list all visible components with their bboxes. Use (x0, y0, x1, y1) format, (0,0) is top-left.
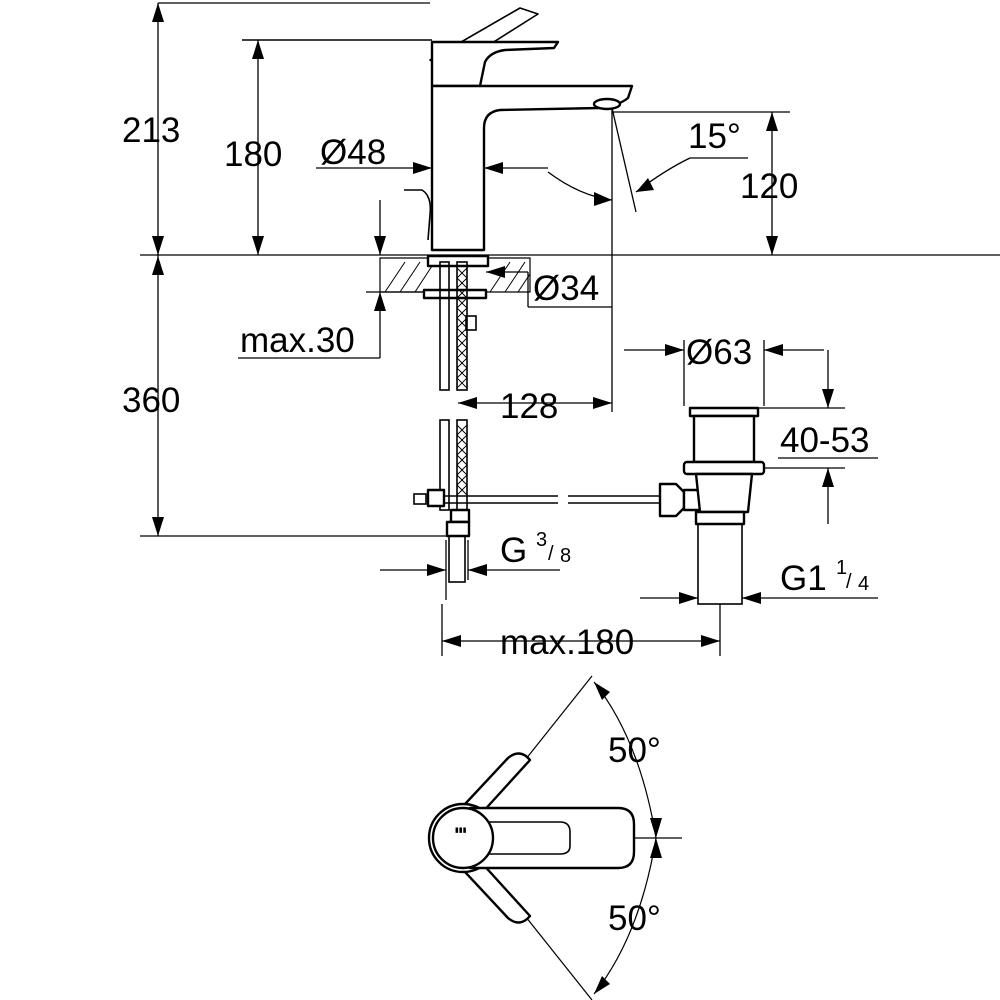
label-projection: 128 (500, 387, 558, 426)
label-waste-thread-numerator: 1 (836, 557, 847, 579)
label-waste-diameter: Ø63 (686, 333, 752, 372)
label-supply-thread-denominator: 8 (560, 545, 571, 567)
faucet-side-view (158, 2, 634, 252)
dimension-arrows (152, 3, 834, 647)
hose-right-upper (456, 261, 468, 391)
hose-left-upper (439, 261, 450, 391)
supply-hoses (413, 261, 477, 583)
hose-braid (456, 267, 468, 496)
brand-mark: ▮▮▮ (455, 827, 467, 834)
body-circle-inner (431, 806, 495, 870)
mounting-washer-bottom (422, 288, 488, 300)
label-overall-height: 213 (122, 111, 180, 150)
label-hose-length: 360 (122, 381, 180, 420)
rod-nut (658, 482, 686, 518)
mounting-washer-top (426, 254, 490, 268)
faucet-body (430, 84, 634, 252)
popup-waste (444, 406, 766, 605)
rod-clamp (413, 493, 427, 505)
supply-pipe (448, 535, 466, 583)
waste-flange-nut (682, 460, 766, 476)
handle-inset (488, 821, 571, 855)
label-waste-thread-slash: / (846, 571, 852, 593)
label-supply-thread-slash: / (548, 543, 554, 565)
hose-clip (465, 315, 477, 331)
waste-coupling (694, 510, 746, 526)
label-waste-thread: G1 (780, 559, 827, 598)
waste-tail (694, 472, 754, 514)
label-handle-angle-left: 50° (608, 731, 661, 770)
hose-left-lower (439, 419, 450, 511)
waste-pipe (697, 523, 743, 605)
label-spout-height: 180 (224, 135, 282, 174)
hose-nut-left (449, 508, 471, 524)
label-base-diameter: Ø34 (533, 269, 599, 308)
waste-plug-cap (688, 406, 760, 418)
label-body-diameter: Ø48 (320, 133, 386, 172)
label-waste-thread-denominator: 4 (858, 573, 869, 595)
label-max-rod-length: max.180 (500, 623, 634, 662)
label-supply-thread: G (500, 531, 527, 570)
rod-connector (426, 488, 446, 508)
lever-handle (430, 40, 560, 88)
dimension-labels: 213 180 Ø48 15° 120 Ø34 max.30 360 128 Ø… (122, 111, 870, 938)
handle-center (468, 806, 636, 870)
popup-lift-rod (404, 189, 432, 241)
label-handle-angle-right: 50° (608, 899, 661, 938)
label-max-deck-thickness: max.30 (240, 321, 355, 360)
hose-nut (445, 520, 471, 538)
aerator (592, 97, 622, 111)
label-outlet-height: 120 (740, 167, 798, 206)
label-waste-range: 40-53 (780, 421, 870, 460)
faucet-top-view: ▮▮▮ (427, 675, 682, 1000)
waste-plug-body (692, 414, 756, 464)
label-spout-angle: 15° (688, 117, 741, 156)
label-supply-thread-numerator: 3 (536, 529, 547, 551)
